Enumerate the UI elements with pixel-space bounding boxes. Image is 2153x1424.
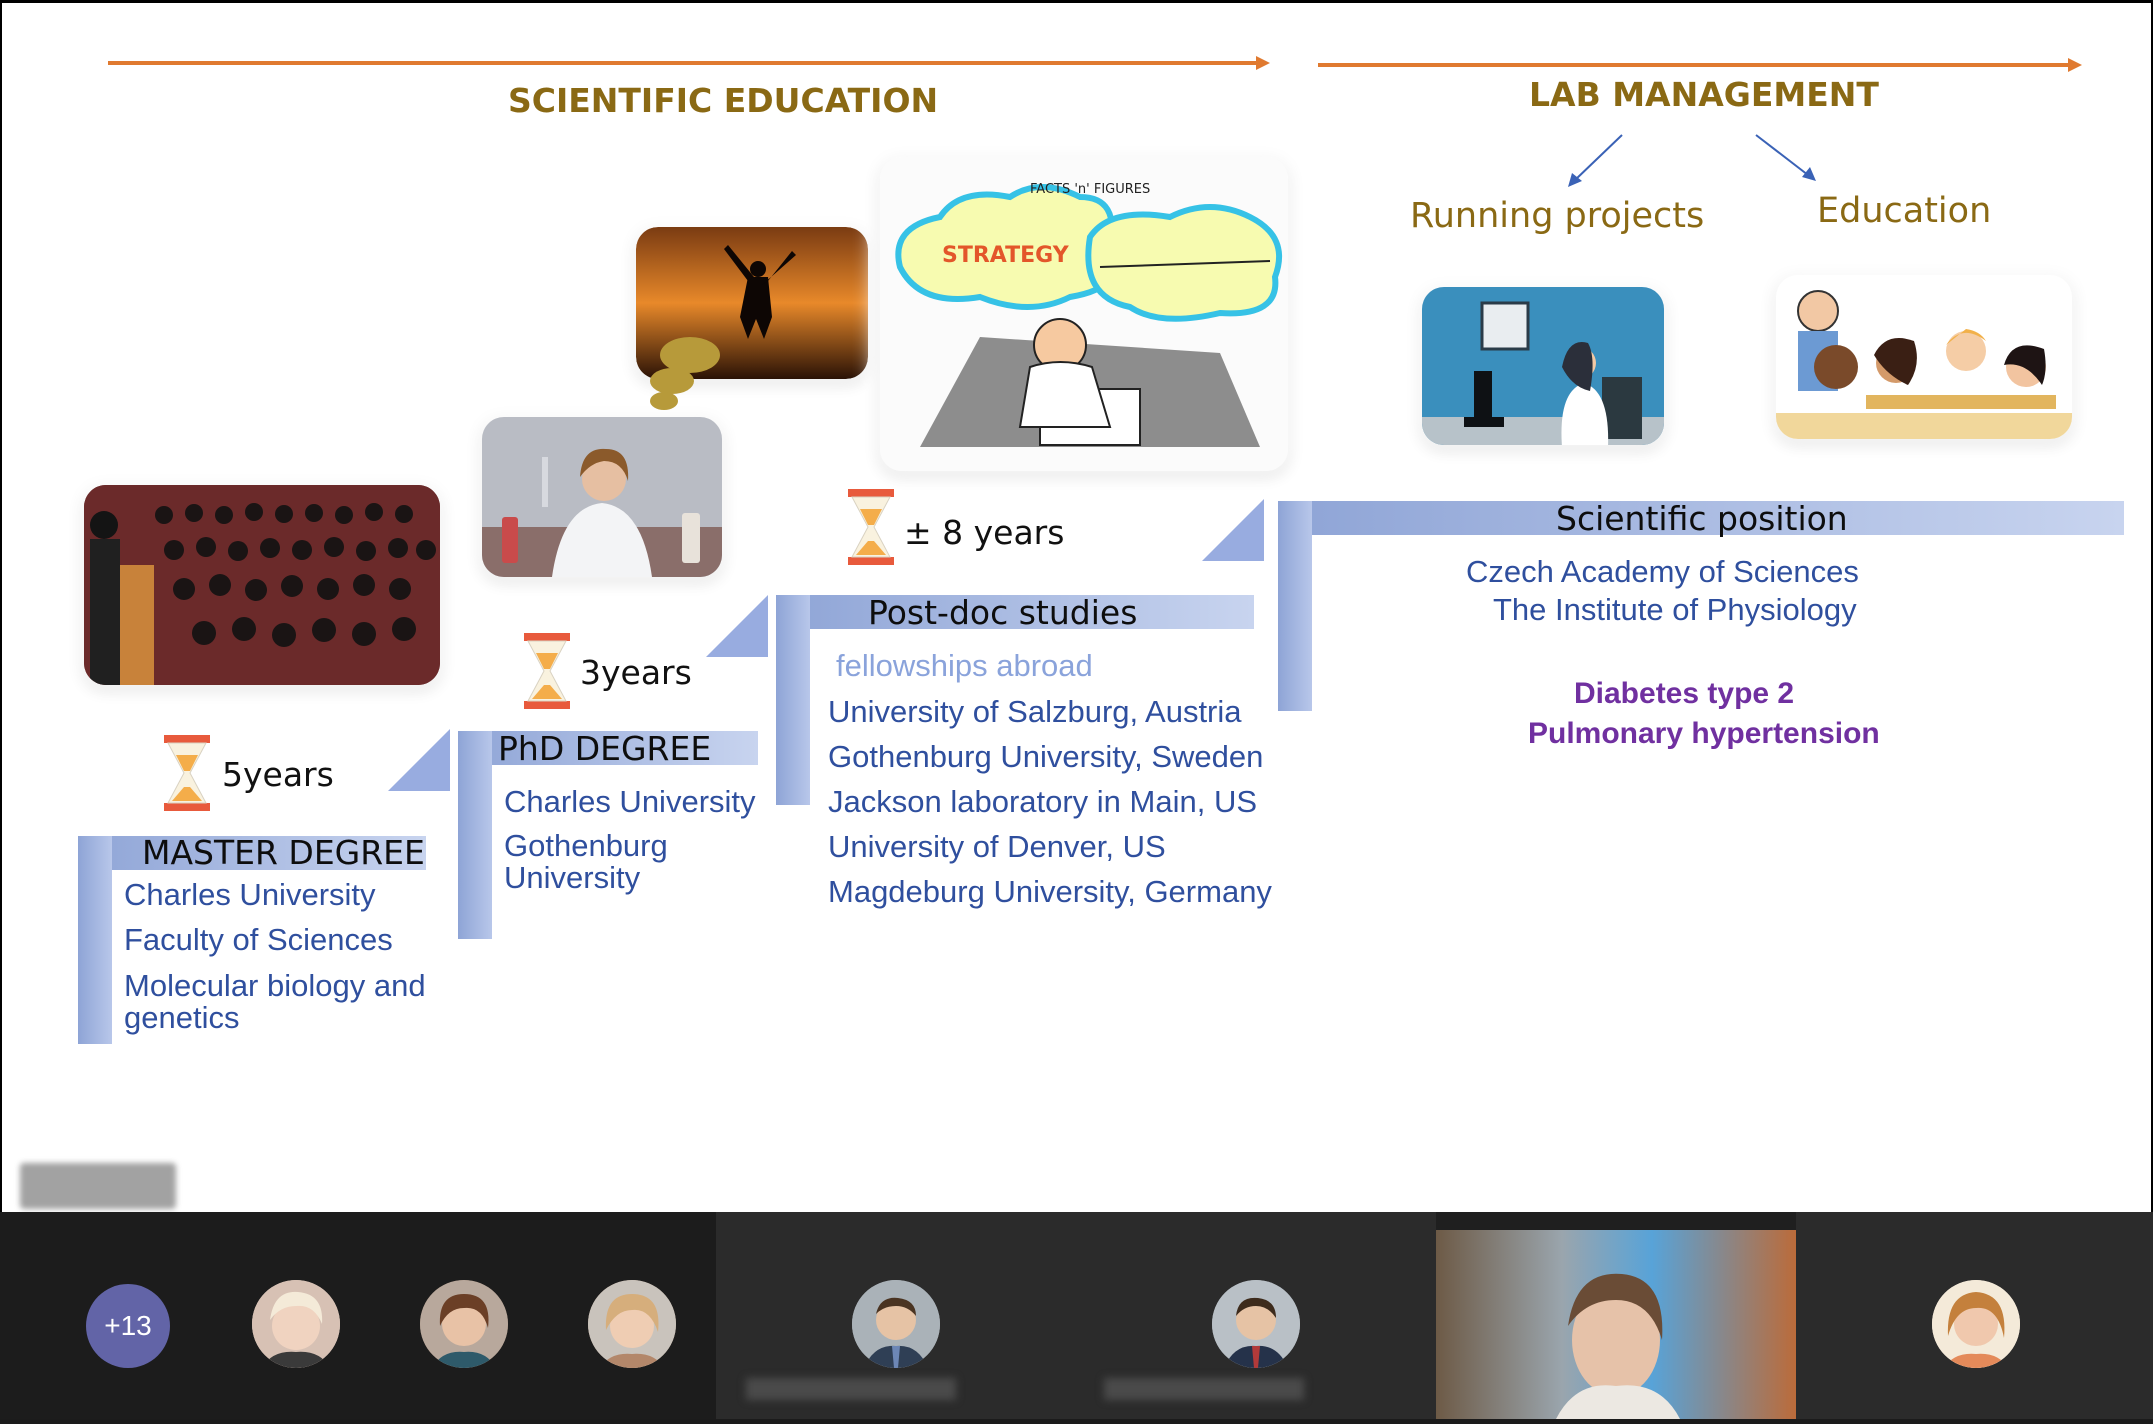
master-duration: 5years	[222, 755, 334, 794]
master-degree-vbar	[78, 836, 112, 1044]
master-item: genetics	[124, 1000, 240, 1035]
lab-branch-arrows	[1568, 134, 1816, 187]
participant-avatar[interactable]	[852, 1280, 940, 1368]
lab-scientist-photo	[482, 417, 722, 577]
postdoc-item: University of Salzburg, Austria	[828, 694, 1242, 729]
lecture-hall-photo	[84, 485, 440, 685]
postdoc-bar	[776, 595, 1254, 629]
phd-degree-title: PhD DEGREE	[498, 729, 712, 768]
hourglass-icon	[848, 489, 894, 565]
participant-name-label	[1104, 1378, 1304, 1400]
phd-degree-bar	[458, 731, 758, 765]
phd-duration: 3years	[580, 653, 692, 692]
postdoc-item: Jackson laboratory in Main, US	[828, 784, 1258, 819]
lab-management-arrow	[1318, 63, 2070, 67]
lab-management-arrowhead	[2068, 58, 2082, 72]
master-step-triangle	[388, 729, 450, 791]
scientific-education-arrowhead	[1256, 56, 1270, 70]
participant-name-label	[746, 1378, 956, 1400]
position-item: Czech Academy of Sciences	[1466, 554, 1859, 589]
postdoc-duration: ± 8 years	[904, 513, 1065, 552]
participant-avatar[interactable]	[420, 1280, 508, 1368]
postdoc-item: Magdeburg University, Germany	[828, 874, 1272, 909]
participants-bar: +13	[0, 1212, 2153, 1419]
participant-avatar[interactable]	[1212, 1280, 1300, 1368]
sunset-jump-photo	[636, 227, 868, 410]
phd-item: Charles University	[504, 784, 756, 819]
strategy-cartoon-image: STRATEGY FACTS 'n' FIGURES	[880, 157, 1288, 471]
more-participants-count: +13	[104, 1310, 152, 1341]
master-item: Molecular biology and	[124, 968, 426, 1003]
presentation-slide: SCIENTIFIC EDUCATION LAB MANAGEMENT Runn…	[0, 0, 2153, 1212]
master-degree-bar	[78, 836, 426, 870]
postdoc-vbar	[776, 595, 810, 805]
svg-text:STRATEGY: STRATEGY	[942, 243, 1070, 268]
postdoc-step-triangle	[1202, 499, 1264, 561]
phd-item: Gothenburg	[504, 828, 668, 863]
phd-step-triangle	[706, 595, 768, 657]
participant-avatar[interactable]	[588, 1280, 676, 1368]
postdoc-subtitle: fellowships abroad	[836, 648, 1093, 683]
master-item: Faculty of Sciences	[124, 922, 393, 957]
research-topic: Diabetes type 2	[1574, 677, 1795, 710]
scientific-position-title: Scientific position	[1556, 499, 1848, 538]
phd-item: University	[504, 860, 641, 895]
scientific-position-bar	[1278, 501, 2124, 535]
education-label: Education	[1817, 191, 1992, 231]
position-item: The Institute of Physiology	[1493, 592, 1857, 627]
research-topic: Pulmonary hypertension	[1528, 717, 1880, 750]
hourglass-icon	[164, 735, 210, 811]
more-participants-button[interactable]: +13	[86, 1284, 170, 1368]
education-classroom-image	[1776, 275, 2072, 439]
postdoc-item: Gothenburg University, Sweden	[828, 739, 1264, 774]
lab-management-title: LAB MANAGEMENT	[1529, 75, 1879, 114]
svg-text:FACTS 'n' FIGURES: FACTS 'n' FIGURES	[1030, 182, 1150, 197]
participant-video-tile[interactable]	[1436, 1230, 1796, 1419]
master-degree-title: MASTER DEGREE	[142, 833, 425, 872]
scientific-education-arrow	[108, 61, 1258, 65]
phd-degree-vbar	[458, 731, 492, 939]
hourglass-icon	[524, 633, 570, 709]
postdoc-title: Post-doc studies	[868, 593, 1138, 632]
scientific-education-title: SCIENTIFIC EDUCATION	[508, 81, 939, 120]
running-projects-label: Running projects	[1410, 196, 1705, 236]
running-projects-image	[1422, 287, 1664, 445]
postdoc-item: University of Denver, US	[828, 829, 1166, 864]
scientific-position-vbar	[1278, 501, 1312, 711]
participant-avatar[interactable]	[252, 1280, 340, 1368]
presenter-name-tag	[20, 1163, 176, 1209]
participant-avatar[interactable]	[1932, 1280, 2020, 1368]
master-item: Charles University	[124, 877, 376, 912]
thought-bubble-icon	[650, 337, 720, 410]
